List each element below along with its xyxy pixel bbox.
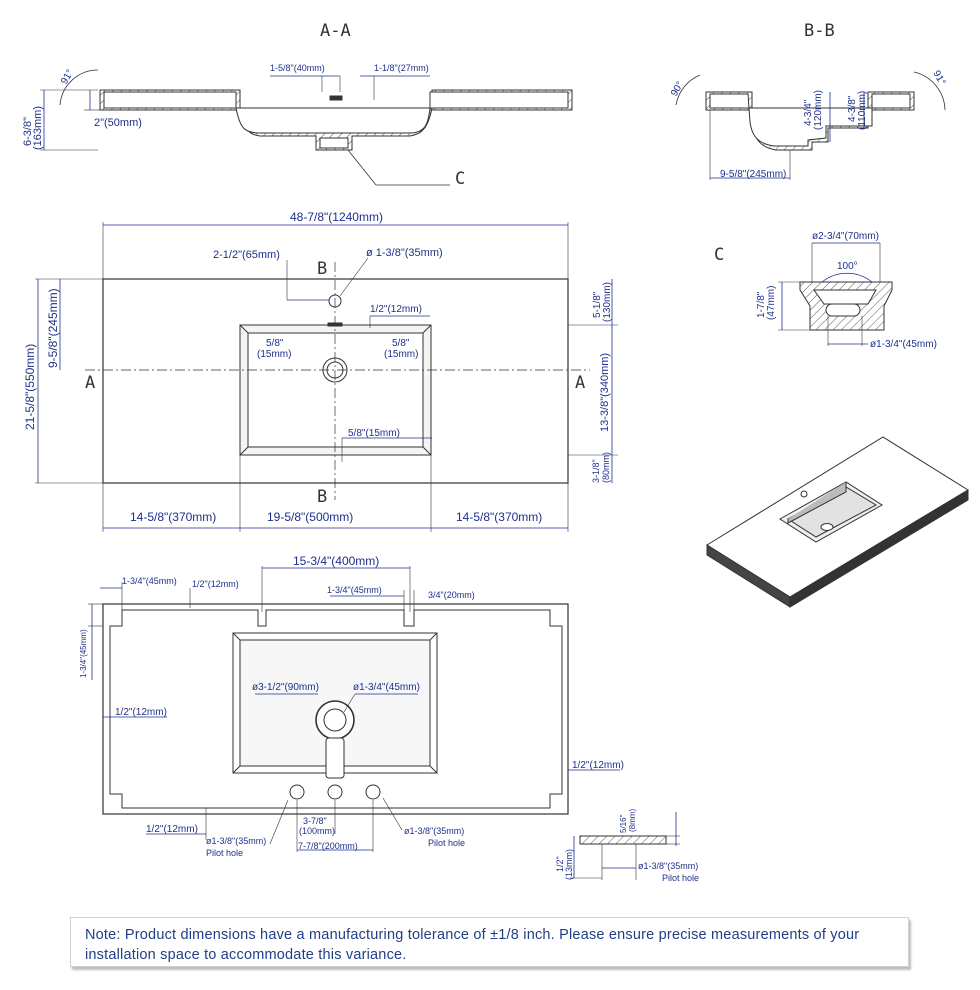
bottom-dim-100-in: 3-7/8"	[303, 816, 327, 826]
bottom-pilot-left-note: Pilot hole	[206, 848, 243, 858]
bottom-dim-200: 7-7/8"(200mm)	[298, 841, 358, 851]
bb-dim-120-in: 4-3/4"	[803, 99, 814, 126]
top-dim-80-in: 3-1/8"	[591, 459, 601, 483]
top-dim-12: 1/2"(12mm)	[370, 304, 422, 315]
section-bb-label: B-B	[804, 21, 835, 41]
top-view	[35, 222, 618, 532]
c-dim-70: ø2-3/4"(70mm)	[812, 231, 879, 242]
top-dim-245: 9-5/8"(245mm)	[46, 288, 60, 368]
aa-dim-163-mm: (163mm)	[32, 106, 44, 150]
bottom-drain-90: ø3-1/2"(90mm)	[252, 682, 319, 693]
top-dim-340: 13-3/8"(340mm)	[599, 353, 611, 432]
bottom-drain-45: ø1-3/4"(45mm)	[353, 682, 420, 693]
bb-dim-110-in: 4-3/8"	[847, 95, 858, 122]
c-dim-47-in: 1-7/8"	[756, 291, 767, 318]
bottom-dim-12-bottom: 1/2"(12mm)	[146, 824, 198, 835]
section-a-right-label: A	[575, 373, 585, 393]
bottom-pilot-left: ø1-3/8"(35mm)	[206, 836, 266, 846]
bottom-dim-12-left: 1/2"(12mm)	[115, 707, 167, 718]
bb-dim-120-mm: (120mm)	[813, 90, 824, 130]
bottom-dim-45-left: 1-3/4"(45mm)	[79, 629, 88, 678]
section-a-left-label: A	[85, 373, 95, 393]
top-width-dim: 48-7/8"(1240mm)	[290, 210, 383, 224]
section-b-bottom-label: B	[317, 487, 327, 507]
top-right-370: 14-5/8"(370mm)	[456, 510, 542, 524]
thick-dim-13-mm: (13mm)	[564, 849, 574, 880]
bb-angle-left: 90°	[669, 80, 686, 99]
section-aa-view: A-A	[40, 21, 573, 186]
thick-hole-dim: ø1-3/8"(35mm)	[638, 861, 698, 871]
thick-pilot-note: Pilot hole	[662, 873, 699, 883]
bb-angle-right: 91°	[930, 69, 947, 88]
bottom-dim-100-mm: (100mm)	[299, 826, 335, 836]
bottom-pilot-right-note: Pilot hole	[428, 838, 465, 848]
top-dim-65: 2-1/2"(65mm)	[213, 249, 280, 261]
bottom-pilot-right: ø1-3/8"(35mm)	[404, 826, 464, 836]
thick-dim-8-in: 5/16"	[619, 814, 628, 833]
c-angle: 100°	[837, 261, 858, 272]
c-dim-47-mm: (47mm)	[766, 286, 777, 320]
bottom-view	[88, 566, 620, 852]
detail-c-view: C	[714, 242, 893, 346]
bottom-dim-20: 3/4"(20mm)	[428, 590, 475, 600]
c-dim-45: ø1-3/4"(45mm)	[870, 339, 937, 350]
bottom-dim-12-right: 1/2"(12mm)	[572, 760, 624, 771]
section-c-label: C	[455, 169, 465, 189]
top-right-15-mm: (15mm)	[384, 349, 418, 360]
aa-angle: 91°	[59, 68, 76, 87]
tolerance-note: Note: Product dimensions have a manufact…	[70, 917, 909, 967]
section-bb-view: B-B	[675, 21, 946, 180]
bb-dim-110-mm: (110mm)	[857, 91, 868, 130]
bottom-dim-45-mid: 1-3/4"(45mm)	[327, 585, 382, 595]
top-dim-550: 21-5/8"(550mm)	[23, 344, 37, 430]
aa-dim-50: 2"(50mm)	[94, 117, 142, 129]
section-aa-label: A-A	[320, 21, 351, 41]
thickness-detail	[570, 812, 680, 880]
detail-c-label: C	[714, 245, 724, 265]
thick-dim-8-mm: (8mm)	[628, 809, 637, 832]
top-bottom-15: 5/8"(15mm)	[348, 428, 400, 439]
aa-dim-40: 1-5/8"(40mm)	[270, 63, 325, 73]
thick-dim-13-in: 1/2"	[555, 856, 565, 872]
top-center-500: 19-5/8"(500mm)	[267, 510, 353, 524]
bottom-dim-45-tl: 1-3/4"(45mm)	[122, 576, 177, 586]
bottom-dim-400: 15-3/4"(400mm)	[293, 554, 379, 568]
bottom-dim-12-top: 1/2"(12mm)	[192, 579, 239, 589]
bb-dim-245: 9-5/8"(245mm)	[720, 169, 786, 180]
aa-dim-163-in: 6-3/8"	[22, 117, 34, 146]
top-dim-130-mm: (130mm)	[602, 282, 613, 322]
aa-dim-27: 1-1/8"(27mm)	[374, 63, 429, 73]
section-b-top-label: B	[317, 259, 327, 279]
top-hole-dim: ø 1-3/8"(35mm)	[366, 247, 443, 259]
isometric-view	[706, 436, 969, 608]
top-left-15-mm: (15mm)	[257, 349, 291, 360]
top-dim-130-in: 5-1/8"	[592, 291, 603, 318]
top-right-15-in: 5/8"	[392, 338, 410, 349]
top-left-15-in: 5/8"	[266, 338, 284, 349]
top-left-370: 14-5/8"(370mm)	[130, 510, 216, 524]
top-dim-80-mm: (80mm)	[601, 452, 611, 483]
